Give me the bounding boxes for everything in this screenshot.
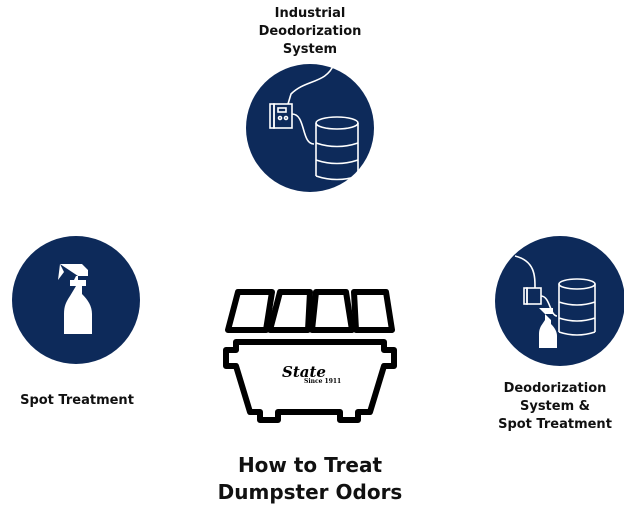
label-industrial-deodorization: Industrial Deodorization System [240, 5, 380, 59]
state-logo: State Since 1911 [282, 362, 342, 385]
label-line: Deodorization [503, 381, 607, 396]
label-line: Deodorization [258, 24, 362, 39]
logo-subtext: Since 1911 [304, 378, 342, 385]
drum-deodorizer-icon [269, 64, 359, 181]
label-line: System [282, 42, 338, 57]
label-line: Spot Treatment [498, 417, 612, 432]
industrial-deodorization-circle [246, 64, 374, 192]
label-line: Spot Treatment [20, 393, 134, 408]
page-title: How to Treat Dumpster Odors [180, 452, 440, 506]
label-deodorization-and-spot: Deodorization System & Spot Treatment [480, 380, 624, 434]
logo-text: State [282, 363, 326, 381]
title-line: Dumpster Odors [217, 480, 403, 504]
dumpster-icon [223, 289, 397, 423]
label-spot-treatment: Spot Treatment [10, 392, 144, 410]
drum-and-spray-icon [514, 255, 596, 348]
label-line: Industrial [274, 6, 346, 21]
spray-bottle-icon [58, 264, 92, 334]
title-line: How to Treat [237, 453, 383, 477]
label-line: System & [519, 399, 590, 414]
